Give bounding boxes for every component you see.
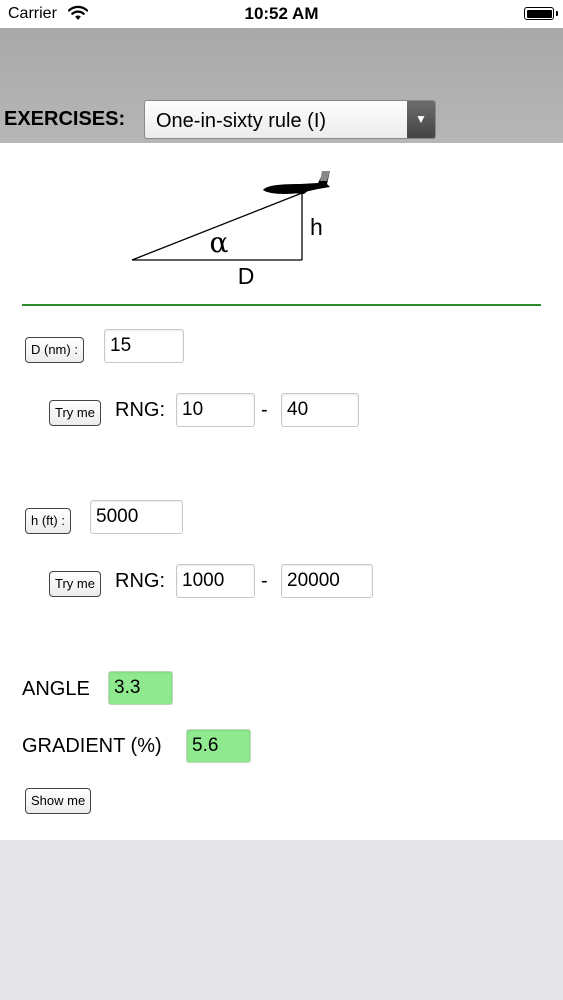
exercise-panel: α h D D (nm) : 15 Try me RNG: 10 - 40 h …: [0, 143, 563, 840]
angle-result-field: 3.3: [108, 671, 173, 705]
height-range-max-input[interactable]: 20000: [281, 564, 373, 598]
angle-symbol: α: [210, 226, 229, 259]
divider: [22, 304, 541, 306]
distance-label: D: [238, 263, 255, 289]
wifi-icon: [68, 5, 88, 20]
exercise-select-value: One-in-sixty rule (I): [156, 110, 327, 132]
distance-range-min-input[interactable]: 10: [176, 393, 255, 427]
battery-icon: [524, 7, 558, 20]
triangle-diagram: α h D: [131, 171, 330, 289]
angle-label: ANGLE: [22, 678, 90, 700]
height-try-me-button[interactable]: Try me: [49, 571, 101, 597]
show-me-button[interactable]: Show me: [25, 788, 92, 814]
height-range-min-input[interactable]: 1000: [176, 564, 255, 598]
distance-range-separator: -: [261, 399, 268, 421]
header-bar: EXERCISES: One-in-sixty rule (I) ▼: [0, 28, 563, 143]
distance-button[interactable]: D (nm) :: [25, 337, 84, 363]
height-label: h: [310, 214, 323, 240]
height-input[interactable]: 5000: [90, 500, 183, 534]
distance-range-max-input[interactable]: 40: [281, 393, 359, 427]
gradient-result-field: 5.6: [186, 729, 251, 763]
airplane-icon: [263, 171, 330, 194]
gradient-label: GRADIENT (%): [22, 735, 162, 757]
distance-input[interactable]: 15: [104, 329, 184, 363]
exercises-label: EXERCISES:: [4, 108, 126, 130]
exercise-select[interactable]: One-in-sixty rule (I) ▼: [144, 100, 436, 139]
status-bar: Carrier 10:52 AM: [0, 0, 563, 28]
distance-try-me-button[interactable]: Try me: [49, 400, 101, 426]
triangle-slope: [131, 192, 303, 261]
height-rng-label: RNG:: [115, 570, 165, 592]
carrier-label: Carrier: [8, 5, 57, 22]
height-button[interactable]: h (ft) :: [25, 508, 71, 534]
height-range-separator: -: [261, 570, 268, 592]
distance-rng-label: RNG:: [115, 399, 165, 421]
status-time: 10:52 AM: [244, 4, 319, 23]
dropdown-arrow-icon[interactable]: ▼: [407, 101, 435, 138]
